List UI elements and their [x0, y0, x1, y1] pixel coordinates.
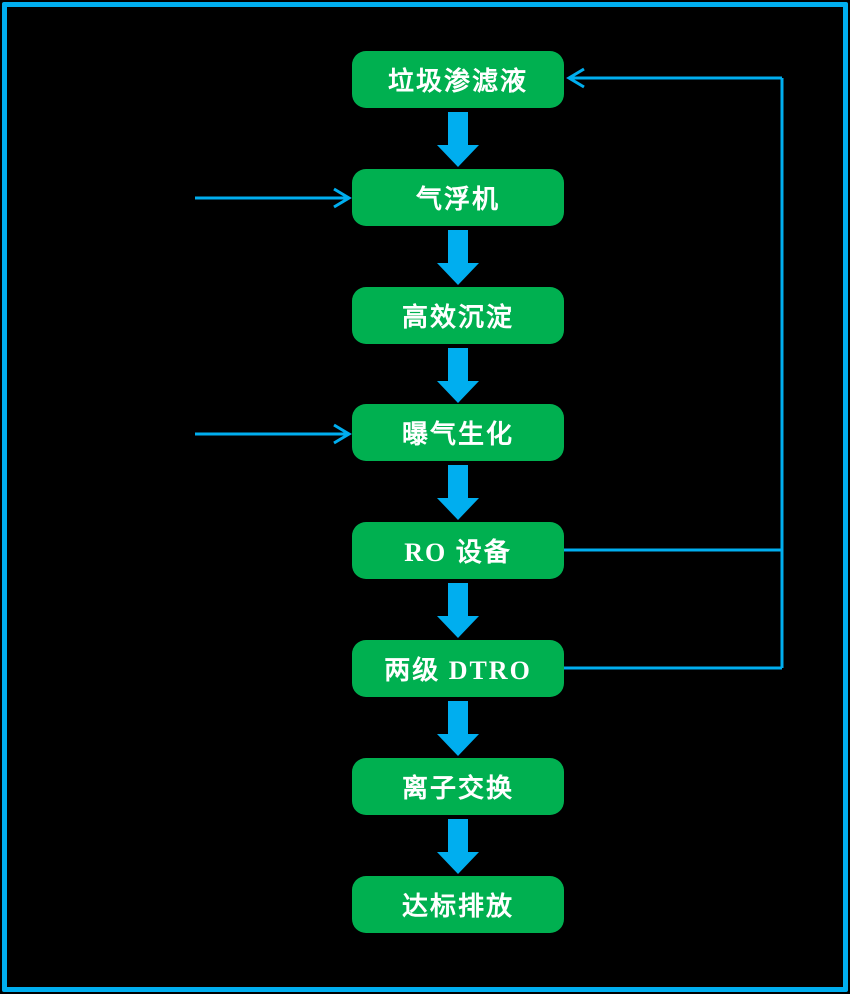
node-discharge: 达标排放 — [352, 876, 564, 933]
node-air-flotation: 气浮机 — [352, 169, 564, 226]
node-label: 离子交换 — [401, 774, 514, 803]
down-arrow-7 — [437, 819, 479, 874]
down-arrow-1 — [437, 112, 479, 167]
node-dtro: 两级 DTRO — [352, 640, 564, 697]
down-arrow-3 — [437, 348, 479, 403]
down-arrow-6 — [437, 701, 479, 756]
node-label: 垃圾渗滤液 — [387, 67, 528, 96]
recycle-loop — [564, 67, 784, 670]
down-arrow-4 — [437, 465, 479, 520]
node-label: 气浮机 — [415, 185, 500, 214]
node-ro-equipment: RO 设备 — [352, 522, 564, 579]
node-sedimentation: 高效沉淀 — [352, 287, 564, 344]
node-leachate: 垃圾渗滤液 — [352, 51, 564, 108]
node-label: 达标排放 — [401, 892, 514, 921]
inlet-arrows — [195, 187, 352, 445]
down-arrow-2 — [437, 230, 479, 285]
down-arrow-5 — [437, 583, 479, 638]
down-block-arrows — [437, 112, 479, 874]
node-label: 两级 DTRO — [384, 656, 532, 685]
recycle-arrowhead — [566, 67, 585, 89]
node-label: 高效沉淀 — [401, 303, 514, 332]
node-label: 曝气生化 — [401, 420, 514, 449]
inlet-arrow-airflotation — [195, 187, 352, 209]
node-aeration-bio: 曝气生化 — [352, 404, 564, 461]
node-label: RO 设备 — [404, 538, 512, 567]
inlet-arrow-aeration — [195, 423, 352, 445]
node-ion-exchange: 离子交换 — [352, 758, 564, 815]
